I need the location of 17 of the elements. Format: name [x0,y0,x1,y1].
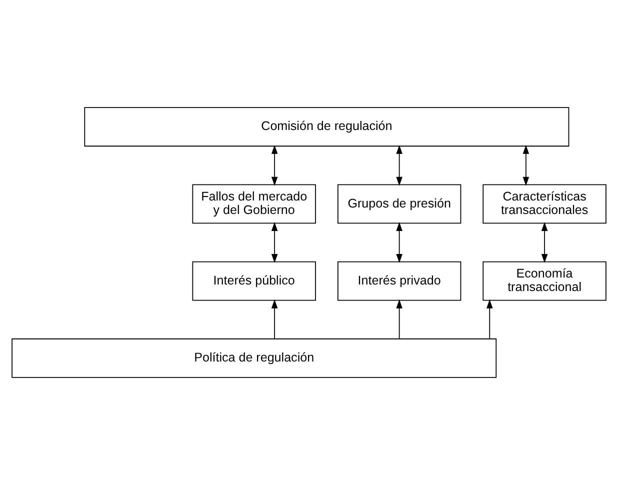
arrow [396,299,402,339]
arrow [486,299,493,339]
node-box: Economía transaccional [482,261,606,301]
node-box: Interés público [192,261,316,301]
arrow [396,222,402,263]
arrow [271,144,278,186]
node-box: Interés privado [337,261,462,301]
node-box: Grupos de presión [337,184,462,224]
arrow [271,222,278,263]
node-box: Características transaccionales [482,184,606,224]
node-box: Política de regulación [12,338,497,378]
node-box: Fallos del mercado y del Gobierno [192,184,316,224]
arrow [271,299,278,339]
node-box: Comisión de regulación [84,107,570,147]
arrow [396,144,402,186]
arrow [541,222,548,263]
arrow [522,144,530,186]
